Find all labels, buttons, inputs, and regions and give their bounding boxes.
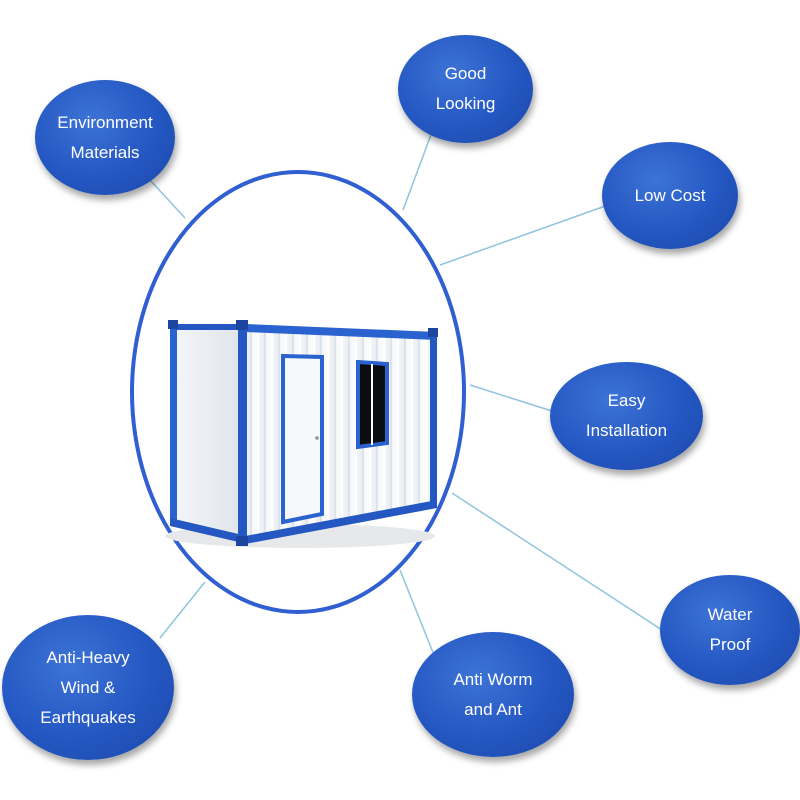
connector-anti-worm	[399, 569, 437, 661]
bubble-environment-materials: Environment Materials	[35, 80, 175, 195]
connector-good-looking	[402, 131, 433, 211]
bubble-label: Easy Installation	[585, 391, 668, 440]
container-end-wall	[172, 330, 245, 540]
bubble-anti-worm-and-ant: Anti Worm and Ant	[412, 632, 574, 757]
bubble-label: Anti Worm and Ant	[453, 669, 533, 719]
bubble-anti-heavy-wind-earthquakes: Anti-Heavy Wind & Earthquakes	[2, 615, 174, 760]
connector-easy-installation	[469, 384, 556, 413]
bubble-label: Good Looking	[435, 64, 496, 113]
connector-anti-heavy	[159, 581, 206, 639]
bubble-label: Low Cost	[634, 185, 706, 205]
connector-water-proof	[451, 492, 663, 631]
bubble-label: Water Proof	[707, 605, 753, 654]
bubble-label: Anti-Heavy Wind & Earthquakes	[40, 647, 136, 727]
bubble-easy-installation: Easy Installation	[550, 362, 703, 470]
connector-environment	[149, 179, 186, 219]
container-door	[281, 353, 324, 525]
bubble-label: Environment Materials	[57, 112, 153, 162]
bubble-water-proof: Water Proof	[660, 575, 800, 685]
bubble-low-cost: Low Cost	[602, 142, 738, 249]
connector-low-cost	[439, 204, 609, 266]
bubble-good-looking: Good Looking	[398, 35, 533, 143]
container-house-illustration	[165, 320, 438, 548]
